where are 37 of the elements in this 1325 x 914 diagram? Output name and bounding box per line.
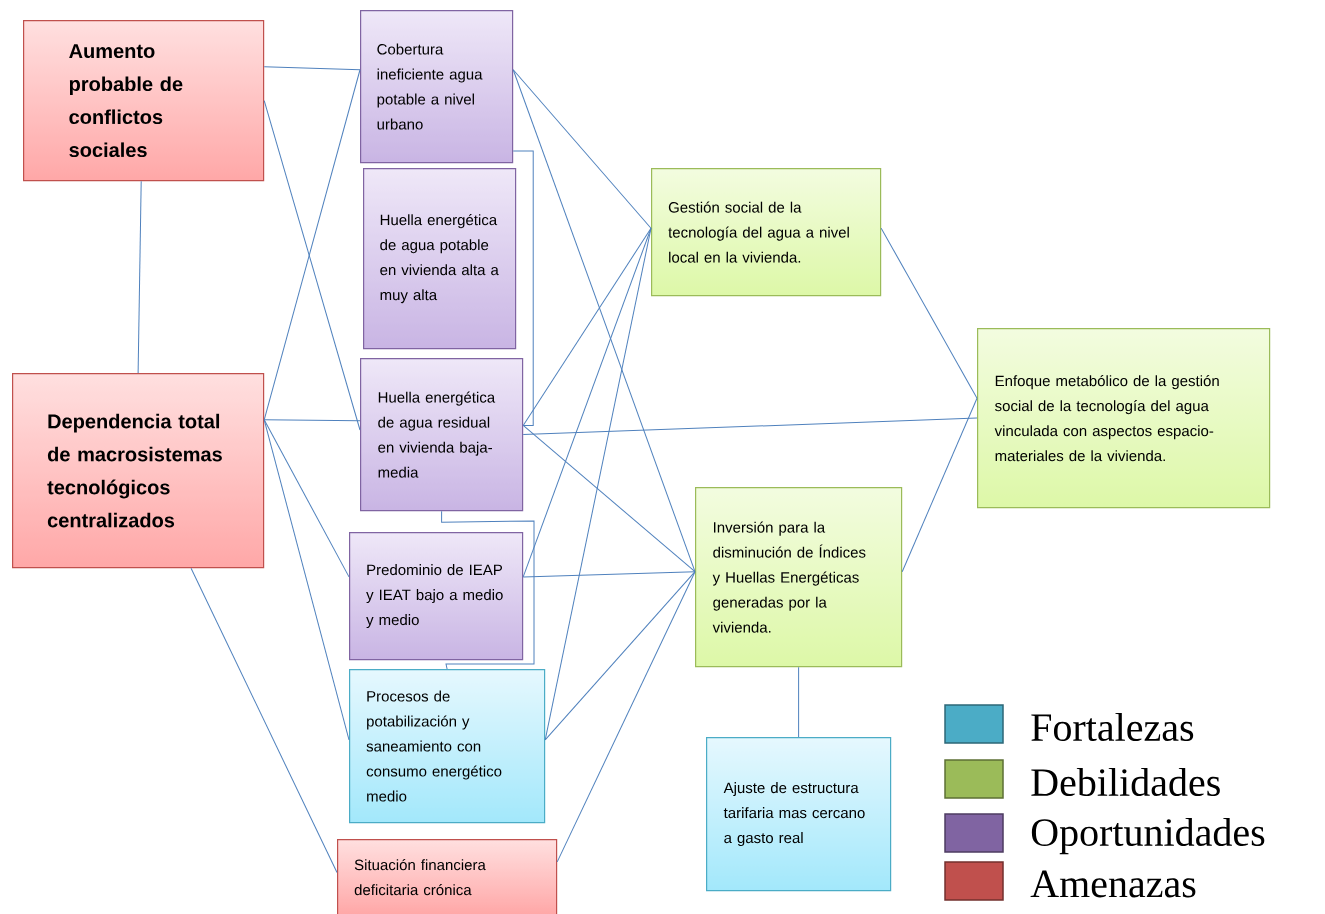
connector-line <box>512 150 534 426</box>
text-box: Cobertura ineficiente agua potable a nivel urbano <box>360 10 514 164</box>
connector-line <box>880 227 978 399</box>
connector-line <box>522 227 652 578</box>
connector-line <box>263 419 350 578</box>
connector-line <box>263 66 361 71</box>
text-box: Inversión para la disminución de Índices y Huellas Energéticas generadas por la vivienda. <box>695 487 903 668</box>
connector-line <box>441 510 535 670</box>
connector-line <box>137 180 142 374</box>
text-box: Aumento probable de conflictos sociales <box>23 20 265 182</box>
text-box: Predominio de IEAP y IEAT bajo a medio y medio <box>349 532 524 661</box>
connector-line <box>263 419 361 422</box>
connector-line <box>544 571 696 741</box>
connector-line <box>512 69 652 229</box>
text-box: Ajuste de estructura tarifaria mas cercano a gasto real <box>706 737 892 892</box>
text-box: Huella energética de agua potable en vivienda alta a muy alta <box>363 168 517 350</box>
legend-label: Oportunidades <box>1031 817 1265 855</box>
legend-label: Fortalezas <box>1031 712 1194 742</box>
connector-line <box>798 666 800 738</box>
connector-line <box>522 571 696 578</box>
connector-line <box>901 397 978 573</box>
connector-line <box>522 417 978 436</box>
connector-line <box>544 227 652 741</box>
text-box: Situación financiera deficitaria crónica <box>337 839 558 914</box>
connector-line <box>263 419 350 741</box>
legend-label: Debilidades <box>1031 767 1220 797</box>
text-box: Gestión social de la tecnología del agua a nivel local en la vivienda. <box>651 168 882 297</box>
connector-line <box>556 571 696 863</box>
connector-line <box>512 69 696 573</box>
connector-line <box>522 227 652 426</box>
connector-line <box>190 567 338 874</box>
legend-label: Amenazas <box>1030 870 1196 898</box>
text-box: Procesos de potabilización y saneamiento con consumo energético medio <box>349 669 546 824</box>
connector-line <box>522 424 696 573</box>
text-box: Huella energética de agua residual en vivienda baja-media <box>360 358 524 512</box>
text-box: Dependencia total de macrosistemas tecnológicos centralizados <box>12 373 265 569</box>
text-box: Enfoque metabólico de la gestión social de la tecnología del agua vinculada con aspectos espacio-materiales de la vivienda. <box>977 328 1271 509</box>
